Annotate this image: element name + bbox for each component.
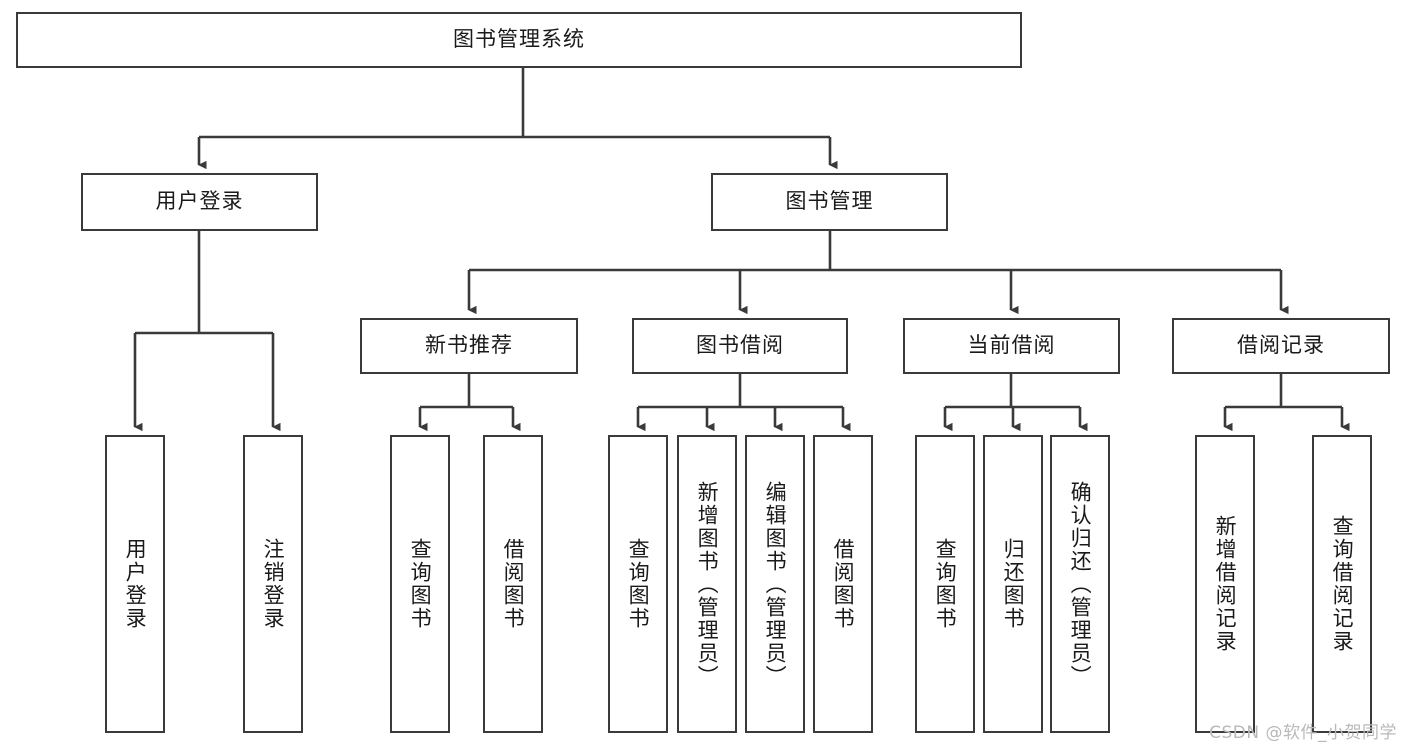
node-leaf-query-book-borrow[interactable]: 查询图书 xyxy=(608,435,668,733)
node-leaf-borrow-book-label: 借阅图书 xyxy=(831,538,856,630)
node-book-borrow[interactable]: 图书借阅 xyxy=(632,318,848,374)
node-book-borrow-label: 图书借阅 xyxy=(696,333,784,358)
node-leaf-add-book[interactable]: 新增图书（管理员） xyxy=(677,435,737,733)
node-leaf-edit-book-label: 编辑图书（管理员） xyxy=(763,480,788,688)
node-leaf-borrow-book-rec-label: 借阅图书 xyxy=(501,538,526,630)
node-leaf-confirm-return[interactable]: 确认归还（管理员） xyxy=(1050,435,1110,733)
node-leaf-return-book[interactable]: 归还图书 xyxy=(983,435,1043,733)
node-current-borrow[interactable]: 当前借阅 xyxy=(903,318,1120,374)
node-borrow-record[interactable]: 借阅记录 xyxy=(1172,318,1390,374)
node-leaf-borrow-book[interactable]: 借阅图书 xyxy=(813,435,873,733)
node-leaf-borrow-book-rec[interactable]: 借阅图书 xyxy=(483,435,543,733)
node-leaf-logout-label: 注销登录 xyxy=(261,538,286,630)
node-leaf-user-login[interactable]: 用户登录 xyxy=(105,435,165,733)
node-root[interactable]: 图书管理系统 xyxy=(16,12,1022,68)
node-leaf-user-login-label: 用户登录 xyxy=(123,538,148,630)
node-leaf-confirm-return-label: 确认归还（管理员） xyxy=(1068,480,1093,688)
node-leaf-query-record-label: 查询借阅记录 xyxy=(1330,515,1355,653)
watermark-text: CSDN @软件_小贺同学 xyxy=(1209,723,1397,743)
node-leaf-query-book-borrow-label: 查询图书 xyxy=(626,538,651,630)
node-new-book-rec[interactable]: 新书推荐 xyxy=(360,318,578,374)
node-leaf-edit-book[interactable]: 编辑图书（管理员） xyxy=(745,435,805,733)
node-borrow-record-label: 借阅记录 xyxy=(1237,333,1325,358)
node-leaf-query-book-cur-label: 查询图书 xyxy=(933,538,958,630)
node-current-borrow-label: 当前借阅 xyxy=(967,333,1056,358)
node-root-label: 图书管理系统 xyxy=(453,27,585,52)
node-leaf-query-book-rec[interactable]: 查询图书 xyxy=(390,435,450,733)
node-leaf-query-record[interactable]: 查询借阅记录 xyxy=(1312,435,1372,733)
node-new-book-rec-label: 新书推荐 xyxy=(425,333,513,358)
node-book-manage-label: 图书管理 xyxy=(785,189,874,214)
node-leaf-query-book-cur[interactable]: 查询图书 xyxy=(915,435,975,733)
node-leaf-query-book-rec-label: 查询图书 xyxy=(408,538,433,630)
node-leaf-add-record[interactable]: 新增借阅记录 xyxy=(1195,435,1255,733)
node-user-login-label: 用户登录 xyxy=(155,189,244,214)
node-leaf-logout[interactable]: 注销登录 xyxy=(243,435,303,733)
node-leaf-add-book-label: 新增图书（管理员） xyxy=(695,480,720,688)
node-leaf-add-record-label: 新增借阅记录 xyxy=(1213,515,1238,653)
node-leaf-return-book-label: 归还图书 xyxy=(1001,538,1026,630)
node-book-manage[interactable]: 图书管理 xyxy=(711,173,948,231)
node-user-login[interactable]: 用户登录 xyxy=(81,173,318,231)
